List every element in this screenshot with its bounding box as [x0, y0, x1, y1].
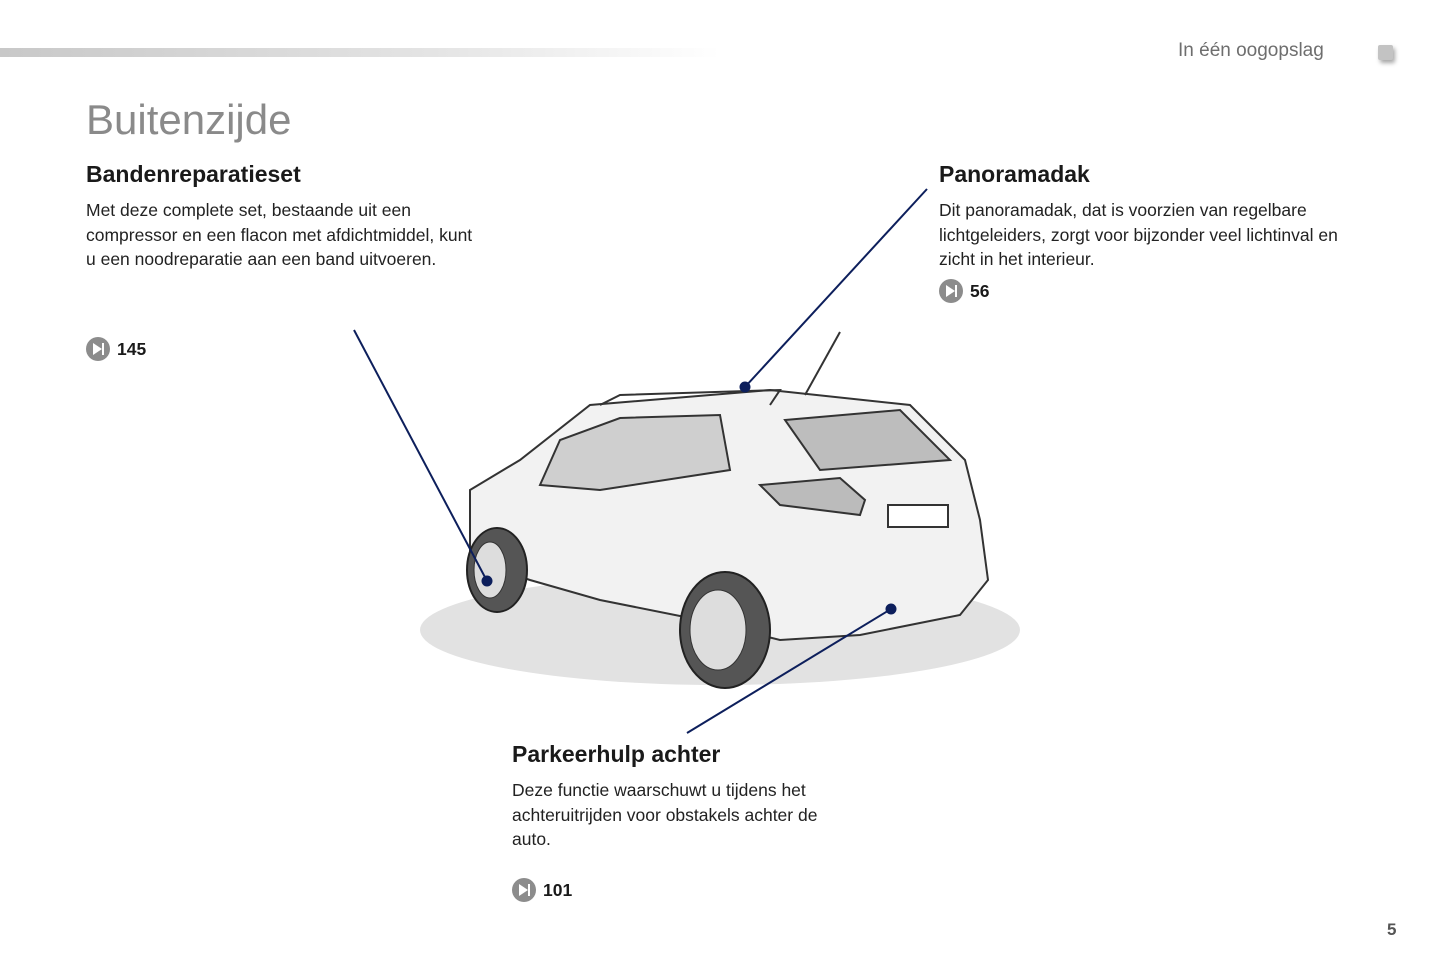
page-reference-number: 56 — [970, 280, 990, 301]
page-reference-number: 145 — [117, 338, 147, 359]
callout-line-roof — [744, 188, 928, 388]
section-parkeerhulp-achter: Parkeerhulp achter Deze functie waarschu… — [512, 741, 852, 852]
callout-dot-parking — [885, 603, 897, 615]
section-heading: Parkeerhulp achter — [512, 741, 721, 767]
rear-wheel — [679, 571, 771, 689]
page-title: Buitenzijde — [86, 96, 292, 143]
callout-line-parking — [686, 608, 892, 734]
page-reference-icon — [86, 337, 110, 361]
section-text: Met deze complete set, bestaande uit een… — [86, 200, 473, 269]
front-wheel — [466, 527, 528, 613]
section-panoramadak: Panoramadak Dit panoramadak, dat is voor… — [939, 161, 1339, 272]
section-heading: Bandenreparatieset — [86, 161, 301, 187]
header-bar — [0, 48, 720, 57]
page-reference-icon — [512, 878, 536, 902]
callout-lines — [353, 188, 928, 734]
section-bandenreparatieset: Bandenreparatieset Met deze complete set… — [86, 161, 476, 272]
section-label: In één oogopslag — [1178, 40, 1324, 61]
section-text: Dit panoramadak, dat is voorzien van reg… — [939, 200, 1338, 269]
callout-dot-tyre — [481, 575, 493, 587]
section-heading: Panoramadak — [939, 161, 1090, 187]
callout-line-tyre — [353, 329, 488, 582]
section-marker-icon — [1378, 45, 1393, 60]
page-reference[interactable]: 145 — [86, 337, 146, 361]
section-text: Deze functie waarschuwt u tijdens het ac… — [512, 780, 818, 849]
page-reference-number: 101 — [543, 879, 573, 900]
car-body — [469, 331, 990, 642]
page-reference[interactable]: 101 — [512, 878, 572, 902]
page-reference-icon — [939, 279, 963, 303]
page-reference[interactable]: 56 — [939, 279, 989, 303]
callout-dot-roof — [739, 381, 751, 393]
page-number: 5 — [1387, 920, 1397, 939]
